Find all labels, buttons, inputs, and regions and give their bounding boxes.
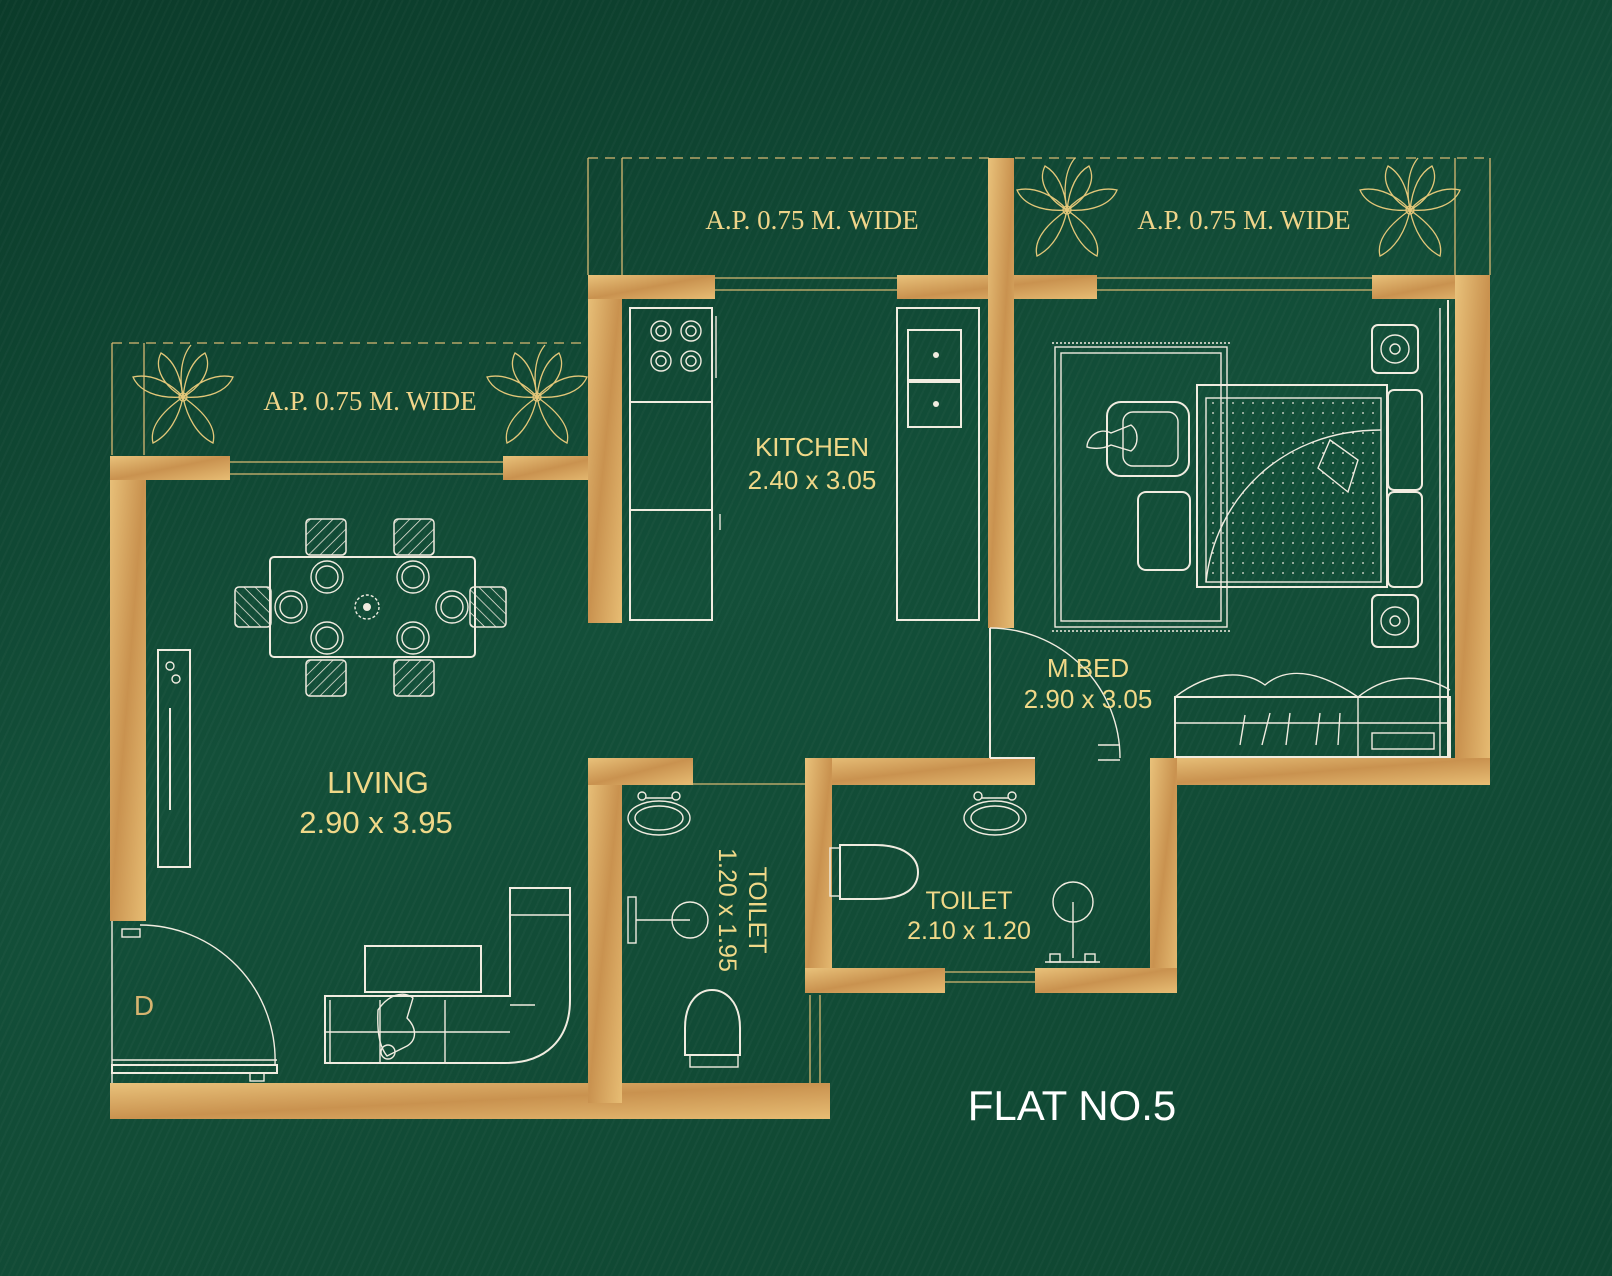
plant-icon [132,344,234,444]
bed-icon [1196,384,1423,588]
wardrobe-icon [1174,300,1451,758]
kitchen-counter-left [629,307,721,621]
door-label: D [134,990,154,1021]
room-name-toilet-2: TOILET [925,887,1012,915]
balcony-outlines [111,157,1491,475]
dining-table-icon [234,518,507,697]
window-lines [693,783,1035,1083]
entrance-door-icon [111,921,278,1083]
nightstand-icon [1371,324,1419,648]
room-name-toilet-1: TOILET [743,866,771,953]
plant-icon [486,344,588,444]
plant-icon [1016,157,1118,257]
room-size-living: 2.90 x 3.95 [299,805,452,840]
room-size-toilet-2: 2.10 x 1.20 [907,917,1031,945]
shower-icon [627,896,709,944]
shower-icon [1045,881,1100,963]
toilet-icon [829,844,920,900]
room-name-living: LIVING [327,765,429,800]
washbasin-icon [627,791,691,836]
balcony-label: A.P. 0.75 M. WIDE [1137,205,1350,235]
toilet-icon [684,988,741,1068]
room-size-kitchen: 2.40 x 3.05 [748,465,877,495]
kitchen-counter-right [896,307,980,621]
balcony-label: A.P. 0.75 M. WIDE [705,205,918,235]
room-name-master-bed: M.BED [1047,653,1129,683]
armchair-icon [1086,401,1191,571]
room-size-master-bed: 2.90 x 3.05 [1024,684,1153,714]
flat-number-label: FLAT NO.5 [968,1082,1177,1129]
tv-unit-icon [157,649,191,868]
room-size-toilet-1: 1.20 x 1.95 [713,848,741,972]
sofa-icon [324,887,571,1064]
plant-icon [1359,157,1461,257]
washbasin-icon [963,791,1027,836]
room-name-kitchen: KITCHEN [755,432,869,462]
balcony-label: A.P. 0.75 M. WIDE [263,386,476,416]
stove-icon [650,320,702,372]
walls [110,158,1490,1119]
bedroom-door-icon [989,627,1121,761]
